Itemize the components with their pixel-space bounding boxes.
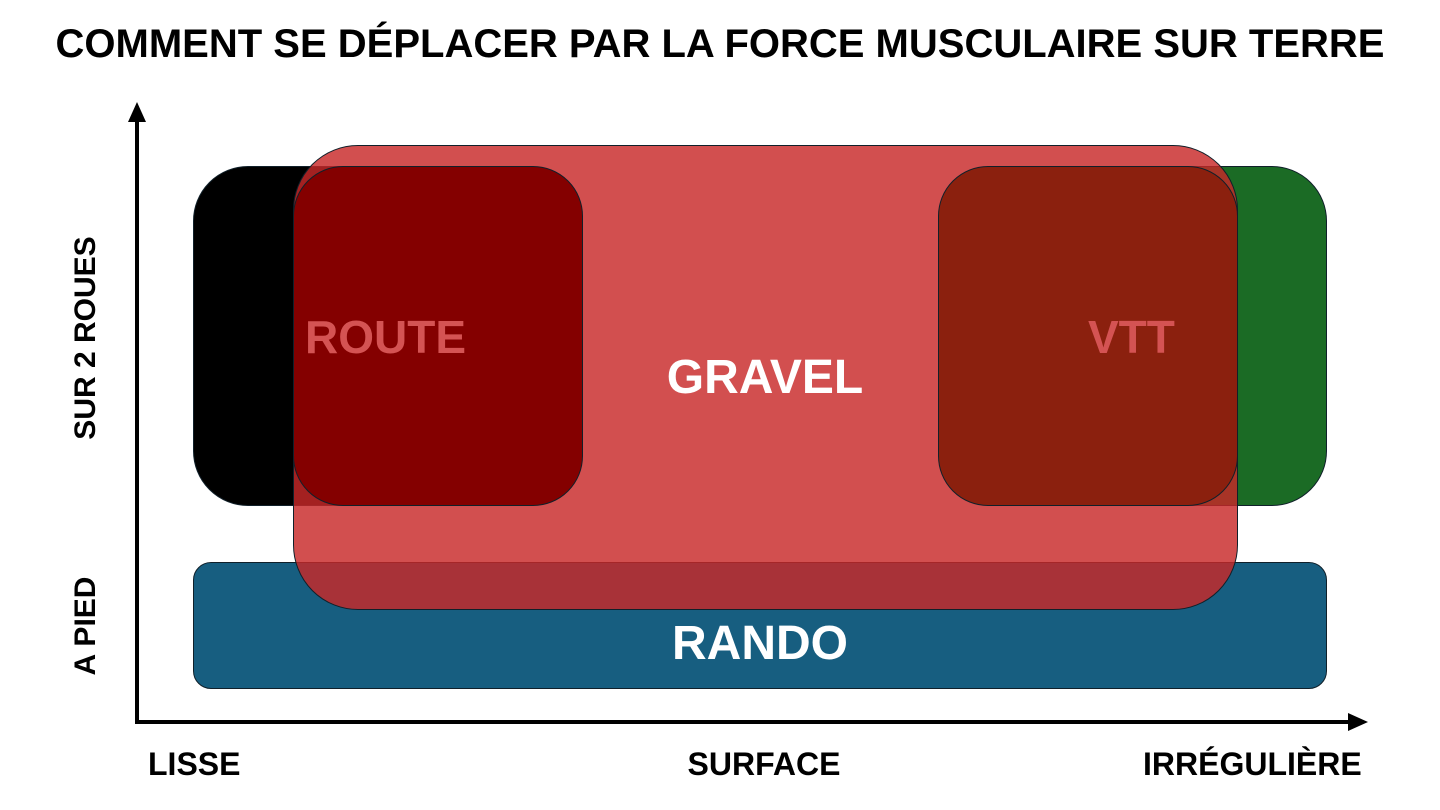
diagram-title: COMMENT SE DÉPLACER PAR LA FORCE MUSCULA… <box>55 22 1385 66</box>
x-axis-right-label: IRRÉGULIÈRE <box>1143 746 1362 782</box>
gravel-label: GRAVEL <box>666 351 864 404</box>
route-region <box>293 166 583 506</box>
vtt-region <box>938 166 1238 506</box>
vtt-label: VTT <box>1088 311 1175 363</box>
y-axis-bottom-label: A PIED <box>69 576 102 676</box>
x-axis-arrowhead <box>1348 713 1368 731</box>
x-axis-title: SURFACE <box>687 746 841 782</box>
x-axis-left-label: LISSE <box>148 746 241 782</box>
y-axis-top-label: SUR 2 ROUES <box>69 236 102 440</box>
rando-label: RANDO <box>672 617 848 670</box>
route-label: ROUTE <box>305 311 466 363</box>
y-axis-arrowhead <box>128 102 146 122</box>
